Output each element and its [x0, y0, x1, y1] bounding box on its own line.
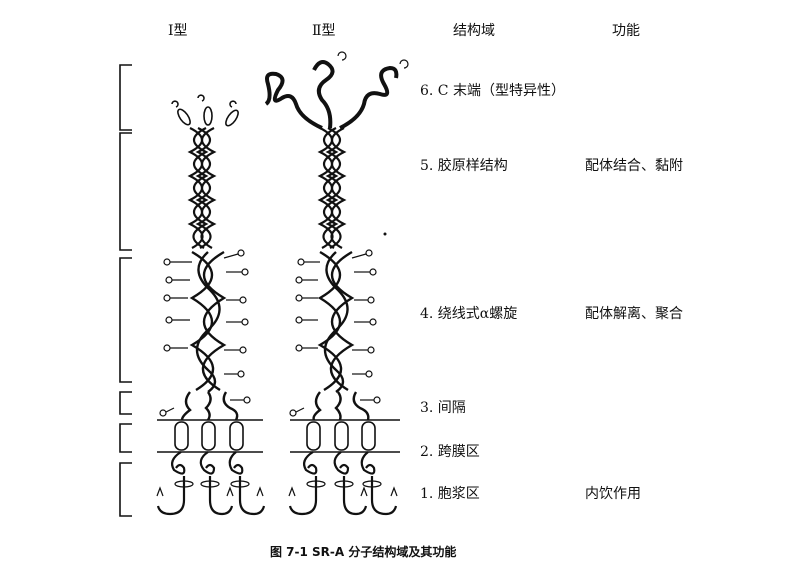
type2-side-chains	[295, 249, 377, 378]
stray-dot	[383, 232, 387, 236]
type1-cytoplasmic	[156, 451, 266, 516]
type2-molecule	[264, 51, 409, 516]
type1-molecule	[156, 94, 266, 516]
type1-c-terminal	[171, 94, 239, 127]
type2-spacer	[289, 391, 381, 421]
header-domain: 结构域	[453, 23, 495, 39]
type1-coiled-coil	[189, 250, 227, 393]
figure-caption: 图 7-1 SR-A 分子结构域及其功能	[270, 545, 457, 559]
type2-transmembrane	[306, 421, 376, 451]
header-type2: Ⅱ型	[312, 23, 336, 39]
function-label-4: 配体解离、聚合	[585, 306, 683, 322]
type2-collagen-helix	[317, 127, 347, 249]
membrane-lines	[157, 419, 400, 453]
domain-label-3: 3. 间隔	[420, 400, 466, 416]
domain-label-6: 6. C 末端（型特异性）	[420, 83, 565, 99]
header-type1: Ⅰ型	[168, 23, 188, 39]
domain-label-1: 1. 胞浆区	[420, 486, 480, 502]
type1-side-chains	[163, 249, 249, 378]
domain-label-2: 2. 跨膜区	[420, 444, 480, 460]
type2-c-terminal-hooks	[337, 51, 409, 69]
type2-coiled-coil	[317, 250, 355, 393]
header-function: 功能	[612, 23, 640, 39]
type1-collagen-helix	[187, 127, 217, 249]
domain-brackets	[119, 64, 132, 517]
type2-cytoplasmic	[288, 451, 398, 516]
type1-transmembrane	[174, 421, 244, 451]
type1-spacer	[159, 391, 251, 421]
domain-label-4: 4. 绕线式α螺旋	[420, 306, 518, 322]
domain-label-5: 5. 胶原样结构	[420, 158, 508, 174]
function-label-5: 配体结合、黏附	[585, 158, 683, 174]
type2-c-terminal	[264, 60, 399, 130]
function-label-1: 内饮作用	[585, 486, 641, 502]
